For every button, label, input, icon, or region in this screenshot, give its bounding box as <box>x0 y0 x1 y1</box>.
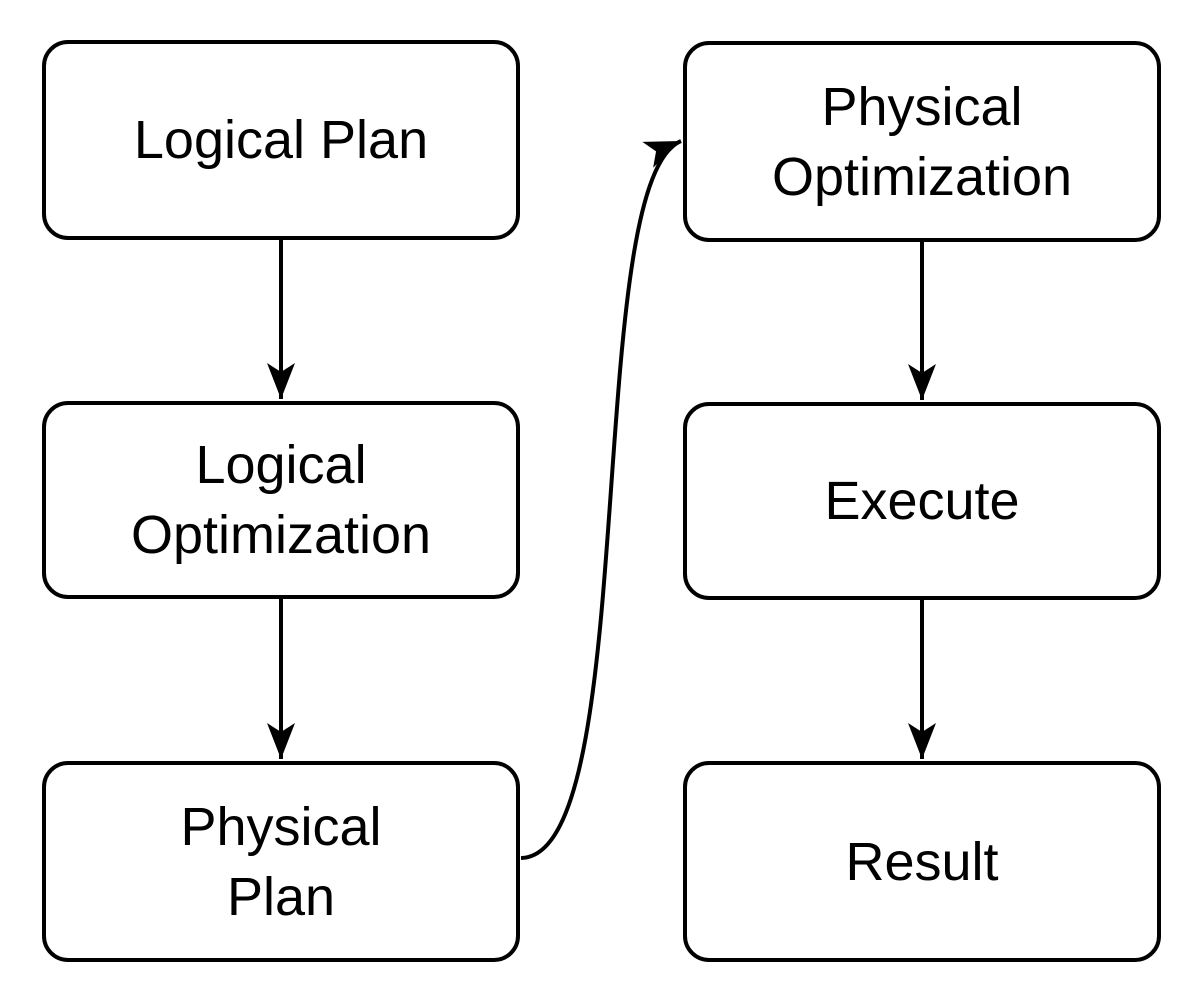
label-line: Logical Plan <box>133 110 429 170</box>
label-line: Optimization <box>130 505 432 565</box>
label-line: Result <box>845 831 999 892</box>
node-physical-optimization-label: Physical Optimization <box>772 72 1072 212</box>
node-physical-plan-label: Physical Plan <box>180 792 381 932</box>
label-line: Plan <box>226 866 336 927</box>
label-line: Optimization <box>771 146 1073 207</box>
node-logical-optimization-label: Logical Optimization <box>131 430 431 570</box>
node-logical-optimization: Logical Optimization <box>42 401 520 599</box>
node-logical-plan-label: Logical Plan <box>134 105 428 175</box>
label-line: Logical <box>195 435 367 495</box>
node-physical-optimization: Physical Optimization <box>683 41 1161 242</box>
node-result: Result <box>683 761 1161 962</box>
label-line: Physical <box>180 796 382 857</box>
label-line: Execute <box>824 471 1020 531</box>
node-execute-label: Execute <box>824 466 1019 536</box>
node-execute: Execute <box>683 402 1161 600</box>
label-line: Physical <box>821 76 1023 137</box>
edge-physical-plan-to-physical-optimization <box>520 139 682 860</box>
node-result-label: Result <box>845 827 998 897</box>
node-logical-plan: Logical Plan <box>42 40 520 240</box>
node-physical-plan: Physical Plan <box>42 761 520 962</box>
